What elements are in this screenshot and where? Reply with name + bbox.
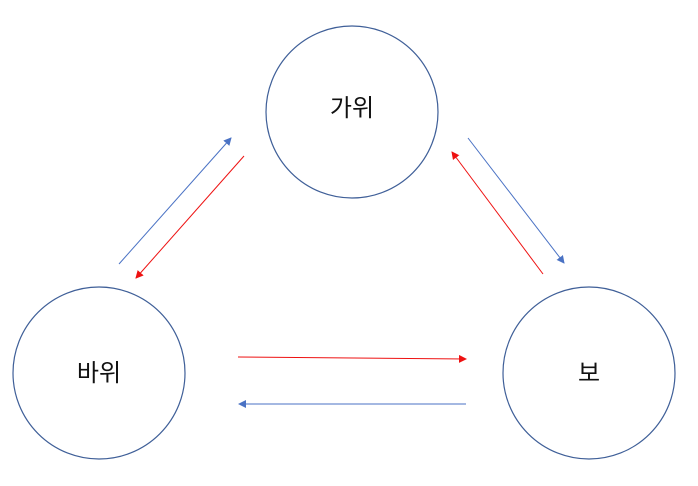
rock-to-scissors-blue-arrow — [118, 137, 232, 265]
paper-to-scissors-red-arrow — [451, 151, 544, 275]
scissors-to-rock-red-arrow — [135, 155, 245, 279]
rock-to-paper-red-arrow — [237, 354, 467, 363]
rock-node-circle — [12, 286, 186, 460]
paper-node-circle — [502, 286, 676, 460]
paper-label: 보 — [577, 359, 601, 387]
scissors-label: 가위 — [329, 94, 375, 122]
scissors-node-circle — [265, 25, 439, 199]
scissors-to-paper-blue-arrow — [467, 137, 565, 264]
rock-label: 바위 — [76, 359, 122, 387]
